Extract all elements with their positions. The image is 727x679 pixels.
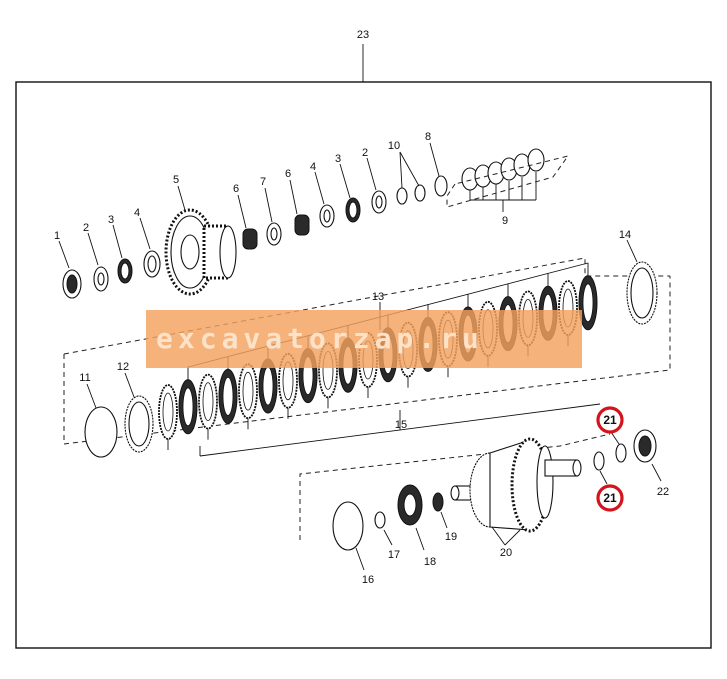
part-20-clutch-drum: [450, 437, 582, 533]
part-11-snap-ring: [84, 406, 118, 458]
callout-19: 19: [445, 531, 457, 543]
part-2-washer-hole: [97, 272, 105, 286]
disc-bore: [222, 376, 234, 416]
drum-shaft-right: [544, 459, 578, 477]
bottom-dashed-outline: [299, 433, 611, 540]
watermark-text: excavatorzap.ru: [156, 322, 484, 355]
callout-3: 3: [108, 214, 114, 226]
callout-22: 22: [657, 486, 669, 498]
callout-12: 12: [117, 361, 129, 373]
part-22-bearing-race: [638, 435, 652, 457]
part-4b-washer-hole: [323, 209, 331, 223]
top-row-callouts: 1 2 3 4 5 6 7 6 4 3 2 10 8 9: [54, 131, 508, 269]
disc-bore: [182, 387, 194, 427]
disc-bore: [262, 366, 274, 406]
part-9-shim-stack: [461, 148, 545, 212]
disc-bore: [242, 371, 254, 411]
part-12-plate-inner: [128, 401, 150, 447]
part-8-ring: [434, 175, 448, 197]
callout-2: 2: [83, 222, 89, 234]
shim-dashed-box: [446, 155, 570, 208]
part-6-needle-bearing: [242, 228, 258, 250]
part-3-snap-ring-hole: [120, 262, 130, 280]
leader-20: [491, 526, 521, 546]
highlight-ring-21-bottom: [596, 484, 624, 512]
callout-14: 14: [619, 229, 631, 241]
part-21a-oring: [593, 451, 605, 471]
part-10a-ring: [396, 187, 408, 205]
part-14-disc-inner: [630, 267, 654, 319]
callout-7: 7: [260, 176, 266, 188]
clutch-dashed-outline-top: [63, 257, 670, 355]
callout-9: 9: [502, 215, 508, 227]
callout-3b: 3: [335, 153, 341, 165]
watermark: excavatorzap.ru: [146, 310, 582, 368]
disc-bore: [582, 283, 594, 323]
callout-4b: 4: [310, 161, 316, 173]
callout-15: 15: [395, 419, 407, 431]
highlight-ring-21-top: [596, 406, 624, 434]
callout-18: 18: [424, 556, 436, 568]
disc-bore: [202, 382, 214, 422]
callout-21-bottom: 21: [603, 491, 617, 505]
part-7-bushing-hole: [270, 227, 278, 241]
part-18-bearing-bore: [403, 493, 417, 517]
part-4-washer-hole: [147, 255, 157, 273]
part-6b-needle-bearing: [294, 214, 310, 236]
callout-6: 6: [233, 183, 239, 195]
callout-4: 4: [134, 207, 140, 219]
part-17-ring: [374, 511, 386, 529]
callout-23: 23: [357, 29, 369, 41]
callout-17: 17: [388, 549, 400, 561]
part-10b-ring: [414, 184, 426, 202]
callout-10: 10: [388, 140, 400, 152]
callout-1: 1: [54, 230, 60, 242]
callout-2b: 2: [362, 147, 368, 159]
assembly-frame: [15, 81, 712, 649]
clutch-dashed-outline-left: [63, 276, 671, 445]
callout-20: 20: [500, 547, 512, 559]
disc-bore: [162, 392, 174, 432]
part-19-ring: [432, 492, 444, 512]
part-16-oring: [332, 501, 364, 551]
callout-21-top: 21: [603, 413, 617, 427]
part-21b-oring: [615, 443, 627, 463]
watermark-band: [146, 310, 582, 368]
part-2b-washer-hole: [375, 195, 383, 209]
top-row-parts: [62, 148, 570, 299]
callout-13: 13: [372, 291, 384, 303]
part-5-gear: [164, 208, 237, 296]
part-3b-snap-ring-hole: [348, 201, 358, 219]
callout-6b: 6: [285, 168, 291, 180]
callout-5: 5: [173, 174, 179, 186]
callout-8: 8: [425, 131, 431, 143]
part-1-bearing-race: [66, 274, 78, 294]
callout-16: 16: [362, 574, 374, 586]
callout-11: 11: [79, 372, 90, 384]
